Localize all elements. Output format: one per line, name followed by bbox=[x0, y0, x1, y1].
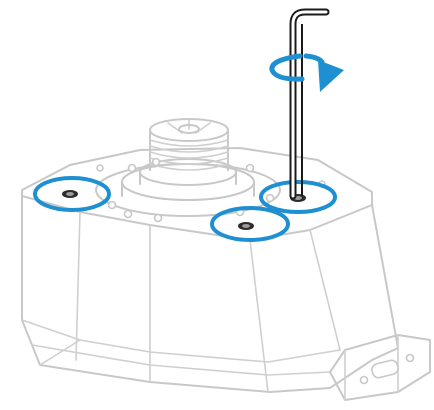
screw-front bbox=[212, 208, 288, 240]
device-housing bbox=[22, 148, 430, 400]
rotation-arrow-icon bbox=[272, 56, 344, 92]
hex-key-icon bbox=[293, 12, 326, 196]
